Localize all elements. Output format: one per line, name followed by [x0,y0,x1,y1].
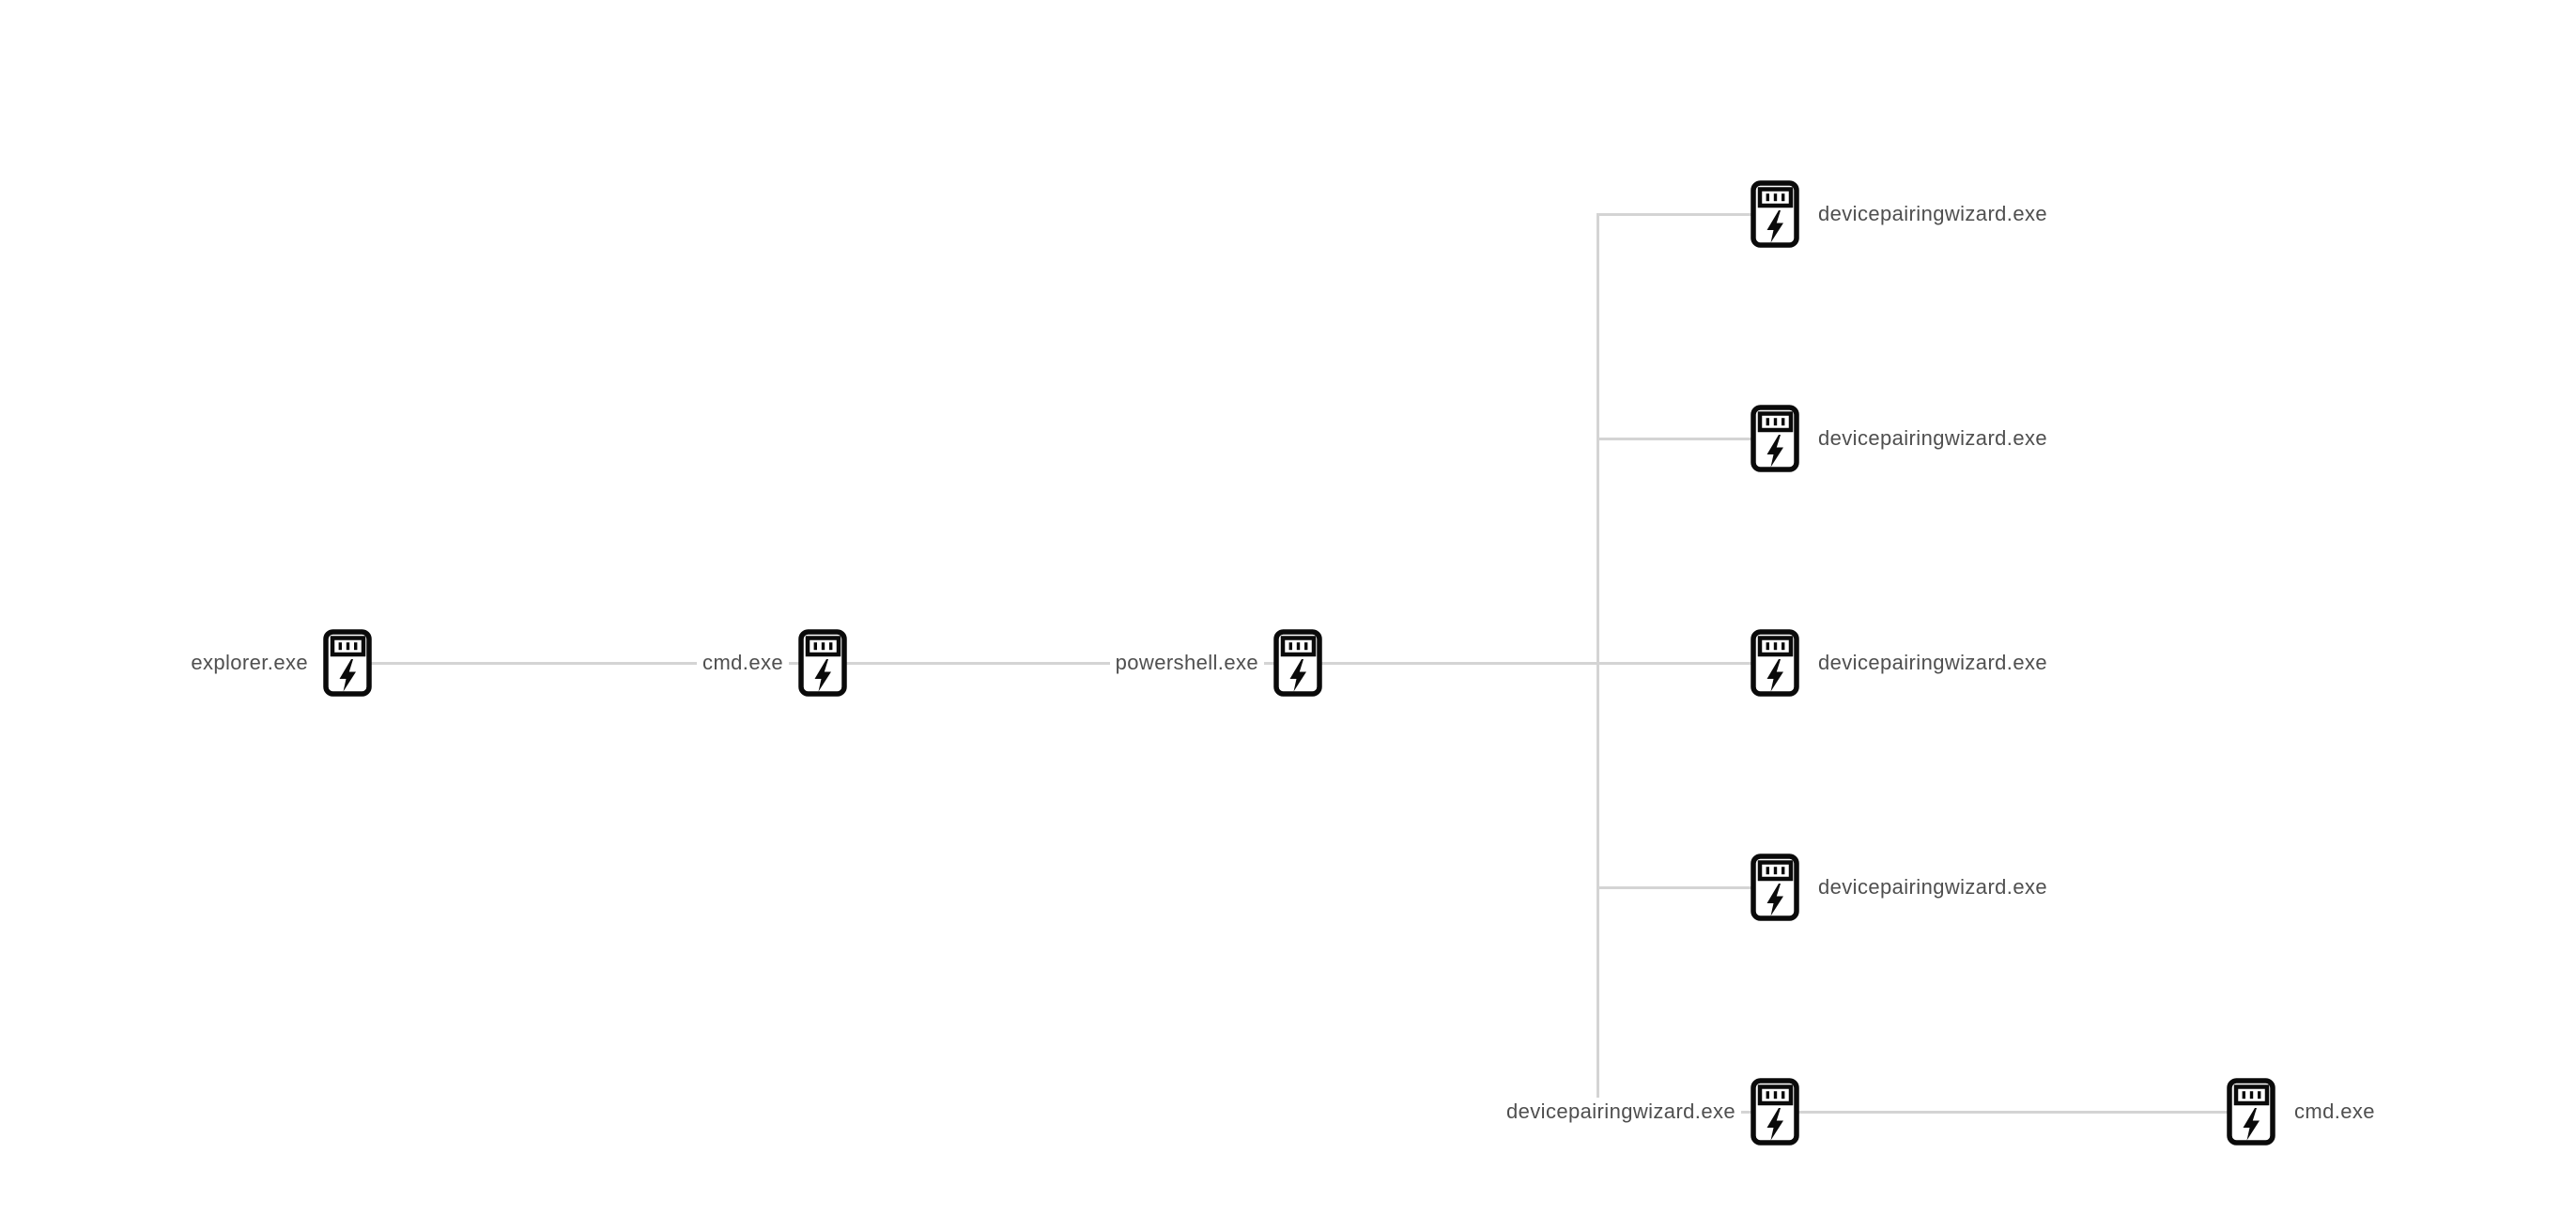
process-icon [1751,405,1799,472]
process-node-cmd-1[interactable] [798,629,847,697]
process-node-devicepairingwizard-1[interactable] [1751,180,1799,248]
process-node-devicepairingwizard-2[interactable] [1751,405,1799,472]
process-label-devicepairingwizard-4: devicepairingwizard.exe [1812,873,2053,901]
connector-line-branch-1 [1597,213,1775,216]
process-label-cmd-1: cmd.exe [697,649,789,677]
process-label-devicepairingwizard-1: devicepairingwizard.exe [1812,200,2053,228]
process-label-devicepairingwizard-5: devicepairingwizard.exe [1501,1098,1741,1126]
process-icon [1751,180,1799,248]
process-node-cmd-2[interactable] [2227,1078,2275,1146]
process-label-cmd-2: cmd.exe [2289,1098,2381,1126]
connector-line-branch-4 [1597,886,1775,889]
process-label-devicepairingwizard-3: devicepairingwizard.exe [1812,649,2053,677]
process-icon [798,629,847,697]
process-icon [1273,629,1322,697]
process-icon [1751,629,1799,697]
process-node-devicepairingwizard-5[interactable] [1751,1078,1799,1146]
process-node-explorer[interactable] [323,629,372,697]
process-icon [2227,1078,2275,1146]
process-label-powershell: powershell.exe [1109,649,1264,677]
process-label-devicepairingwizard-2: devicepairingwizard.exe [1812,424,2053,453]
connector-line-branch-2 [1597,438,1775,440]
process-icon [1751,854,1799,921]
process-node-devicepairingwizard-3[interactable] [1751,629,1799,697]
connector-line-dpw5-to-cmd [1775,1111,2251,1114]
process-label-explorer: explorer.exe [185,649,314,677]
process-icon [323,629,372,697]
process-node-devicepairingwizard-4[interactable] [1751,854,1799,921]
process-node-powershell[interactable] [1273,629,1322,697]
process-icon [1751,1078,1799,1146]
connector-line-children-trunk [1597,213,1599,1115]
connector-line-main-row [347,662,1775,665]
